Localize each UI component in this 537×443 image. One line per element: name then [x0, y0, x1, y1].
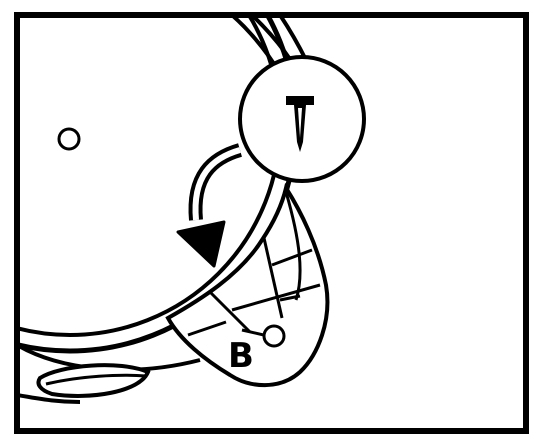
part-label-b: B	[228, 336, 254, 376]
bracket-line-6	[187, 320, 227, 337]
base-rim-lower	[17, 393, 81, 404]
body-hole-icon	[57, 127, 81, 151]
screw-hole-icon	[262, 324, 286, 348]
bracket-line-4	[231, 283, 321, 312]
nail-icon	[286, 96, 314, 152]
diagram-frame	[14, 12, 529, 434]
bracket-line-3	[271, 248, 313, 267]
bracket-line-8	[284, 191, 302, 301]
foot-pad	[36, 363, 151, 398]
bracket-line-2	[208, 290, 252, 334]
foot-pad-line	[45, 373, 147, 386]
bracket-piece	[165, 182, 330, 388]
curved-arrow-icon	[176, 143, 243, 268]
bracket-line-1	[262, 237, 284, 319]
